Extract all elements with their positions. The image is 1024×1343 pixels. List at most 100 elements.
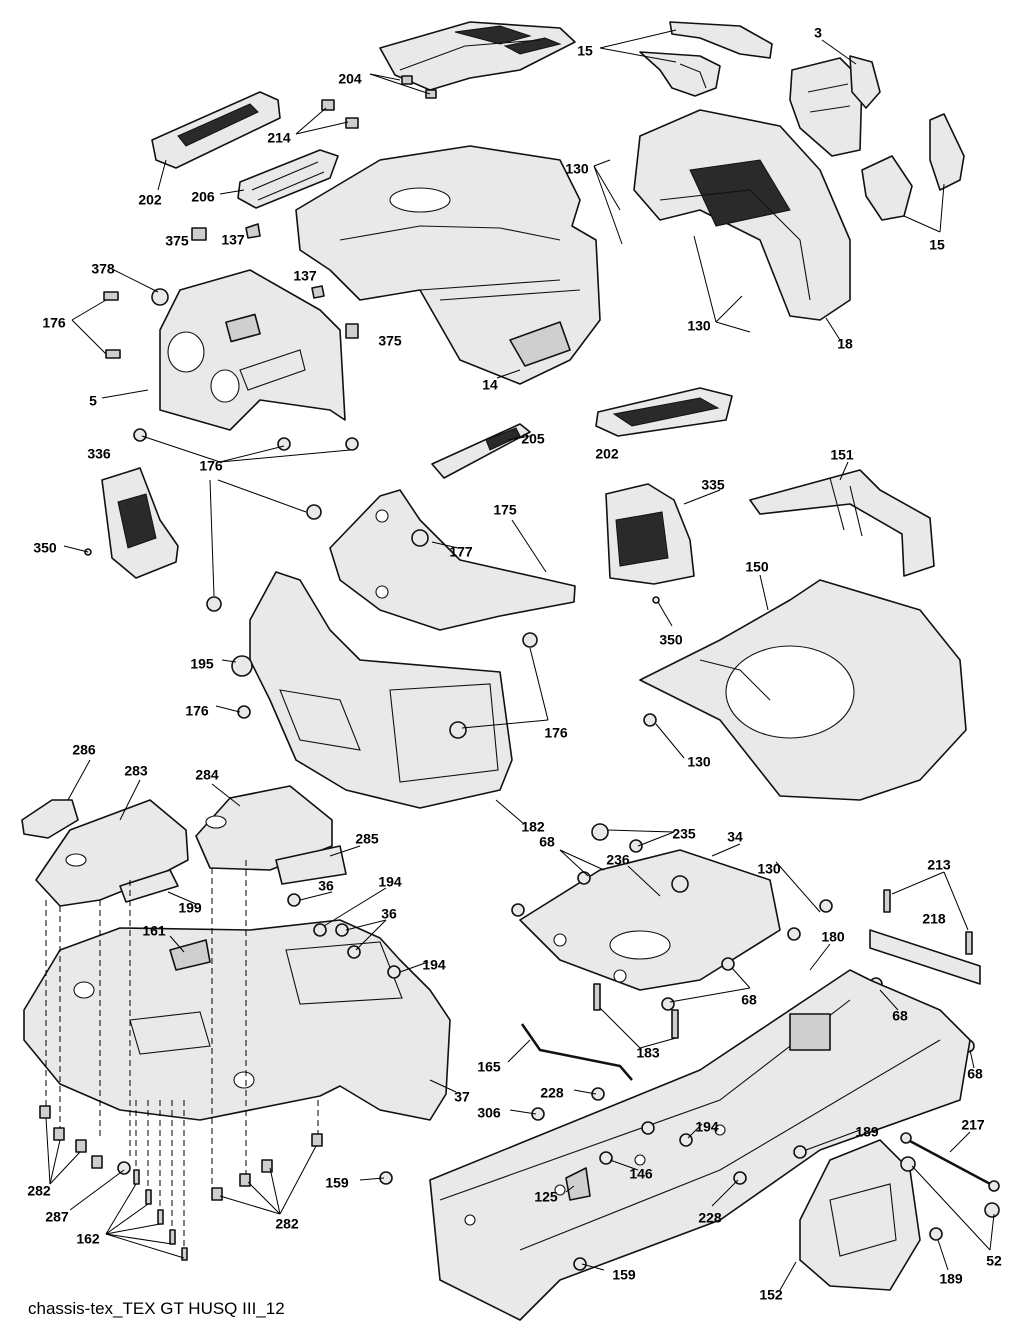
callout-283: 283 (124, 763, 148, 779)
callout-68: 68 (741, 992, 757, 1008)
part-panel-206 (237, 149, 339, 209)
part-fender-37 (23, 919, 451, 1121)
callout-151: 151 (830, 447, 854, 463)
callout-146: 146 (629, 1166, 653, 1182)
callout-165: 165 (477, 1059, 501, 1075)
callout-202: 202 (595, 446, 619, 462)
part-side-grille-top (639, 21, 773, 97)
callout-217: 217 (961, 1117, 985, 1133)
callout-194: 194 (378, 874, 402, 890)
part-fasteners-lower-left (39, 893, 401, 1201)
callout-68: 68 (967, 1066, 983, 1082)
callout-213: 213 (927, 857, 951, 873)
part-cap-286 (21, 799, 79, 839)
callout-125: 125 (534, 1189, 558, 1205)
part-panel-3 (789, 55, 881, 157)
callout-36: 36 (381, 906, 397, 922)
callout-335: 335 (701, 477, 725, 493)
part-bolts-162 (133, 1169, 188, 1261)
callout-282: 282 (27, 1183, 51, 1199)
part-front-panel-182 (249, 571, 513, 809)
part-foot-grille-left (151, 91, 281, 169)
callout-15: 15 (577, 43, 593, 59)
part-floor-plate-150 (639, 579, 967, 801)
part-tray-152 (793, 1139, 943, 1291)
part-side-panel-336 (101, 467, 179, 579)
callout-68: 68 (892, 1008, 908, 1024)
callout-130: 130 (687, 754, 711, 770)
callout-176: 176 (199, 458, 223, 474)
callout-235: 235 (672, 826, 696, 842)
leader-lines (45, 29, 995, 1291)
callout-228: 228 (540, 1085, 564, 1101)
part-199 (119, 869, 179, 903)
callout-206: 206 (191, 189, 215, 205)
callout-194: 194 (695, 1119, 719, 1135)
callout-176: 176 (185, 703, 209, 719)
callout-202: 202 (138, 192, 162, 208)
part-hood-14 (295, 145, 601, 385)
part-dash-5 (159, 269, 346, 431)
part-bracket-151 (749, 469, 935, 577)
part-foot-grille-right (595, 387, 733, 437)
callout-306: 306 (477, 1105, 501, 1121)
callout-177: 177 (449, 544, 473, 560)
part-small-fasteners-row2 (103, 223, 359, 451)
callout-37: 37 (454, 1089, 470, 1105)
callout-204: 204 (338, 71, 362, 87)
callout-180: 180 (821, 929, 845, 945)
part-side-grille-right (861, 113, 965, 221)
callout-161: 161 (142, 923, 166, 939)
callout-175: 175 (493, 502, 517, 518)
callout-199: 199 (178, 900, 202, 916)
part-fender-284 (195, 785, 333, 871)
callout-336: 336 (87, 446, 111, 462)
callout-5: 5 (89, 393, 97, 409)
callout-159: 159 (325, 1175, 349, 1191)
part-clips-214 (321, 99, 359, 129)
callout-15: 15 (929, 237, 945, 253)
part-plate-34 (519, 823, 781, 991)
callout-189: 189 (855, 1124, 879, 1140)
callout-228: 228 (698, 1210, 722, 1226)
callout-286: 286 (72, 742, 96, 758)
callout-195: 195 (190, 656, 214, 672)
callout-150: 150 (745, 559, 769, 575)
callout-378: 378 (91, 261, 115, 277)
callout-130: 130 (687, 318, 711, 334)
callout-183: 183 (636, 1045, 660, 1061)
callout-282: 282 (275, 1216, 299, 1232)
part-285 (275, 845, 347, 885)
part-fasteners-row3 (84, 504, 833, 913)
callout-350: 350 (33, 540, 57, 556)
callout-205: 205 (521, 431, 545, 447)
callout-189: 189 (939, 1271, 963, 1287)
callout-162: 162 (76, 1231, 100, 1247)
callout-176: 176 (42, 315, 66, 331)
part-hood-top-cover (379, 21, 576, 99)
callout-214: 214 (267, 130, 291, 146)
callout-3: 3 (814, 25, 822, 41)
callout-236: 236 (606, 852, 630, 868)
callout-68: 68 (539, 834, 555, 850)
callout-152: 152 (759, 1287, 783, 1303)
callout-182: 182 (521, 819, 545, 835)
callout-52: 52 (986, 1253, 1002, 1269)
callout-130: 130 (757, 861, 781, 877)
part-side-panel-335 (605, 483, 695, 585)
callout-350: 350 (659, 632, 683, 648)
callout-159: 159 (612, 1267, 636, 1283)
callout-284: 284 (195, 767, 219, 783)
callout-137: 137 (293, 268, 317, 284)
part-frame-180 (429, 969, 971, 1321)
part-rod-217 (900, 1132, 1000, 1218)
callout-218: 218 (922, 911, 946, 927)
part-rod-165 (520, 1023, 633, 1081)
part-front-grille-18 (633, 109, 851, 321)
dashed-drop-lines (45, 860, 319, 1248)
callout-194: 194 (422, 957, 446, 973)
callout-130: 130 (565, 161, 589, 177)
